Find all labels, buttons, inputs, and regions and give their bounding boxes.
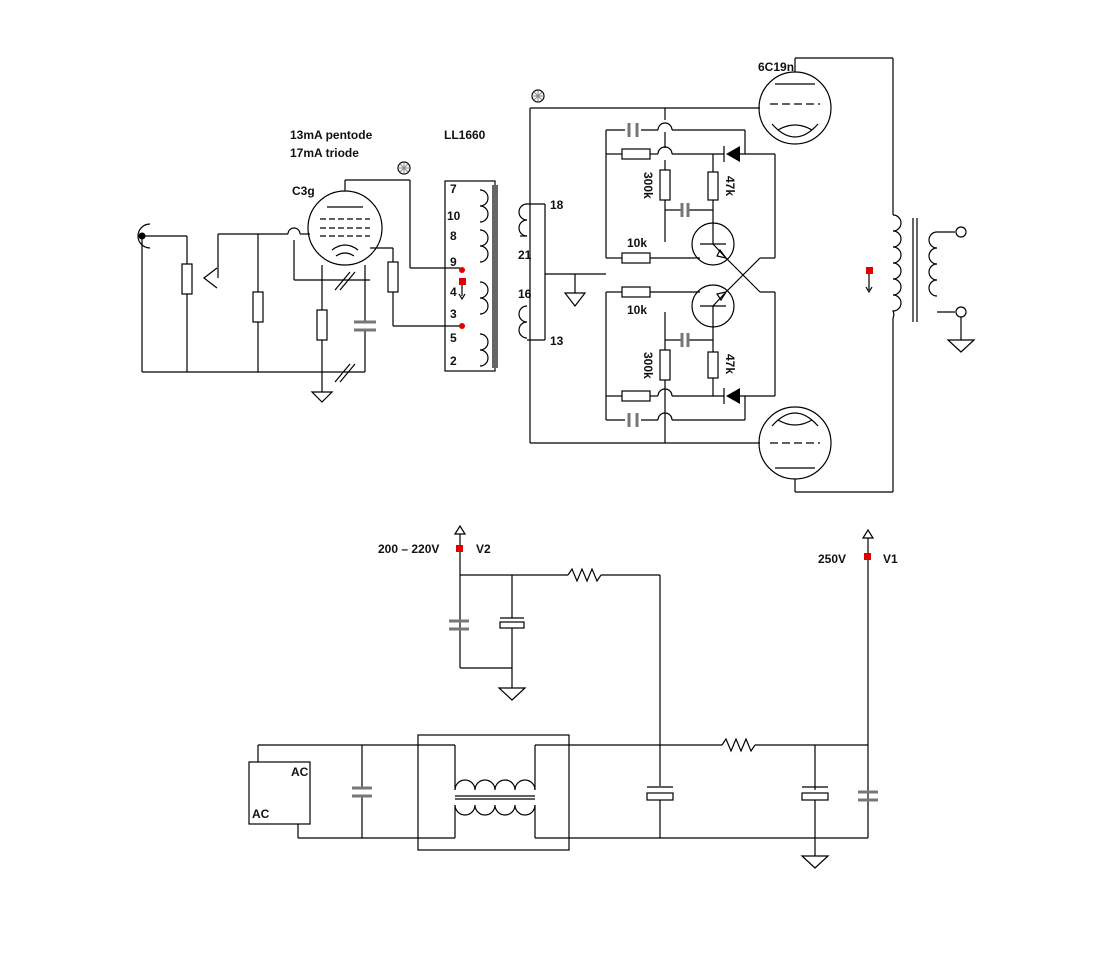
input-wiring: [141, 233, 365, 373]
c3g-tube: [287, 190, 383, 266]
resistor-label: 47k: [723, 354, 737, 374]
input-jack: [137, 223, 187, 249]
electrolytic-capacitor: [646, 786, 674, 801]
diode-top: [723, 146, 740, 162]
pin-label: 21: [518, 248, 532, 262]
ac-label: AC: [291, 765, 309, 779]
capacitor-bottom: [627, 413, 639, 427]
pin-label: 3: [450, 307, 457, 321]
rectifier-block: [248, 761, 311, 825]
cathode-resistor: [316, 309, 328, 341]
wire-crossover-4: [339, 363, 356, 383]
v2-voltage-label: 200 – 220V: [378, 542, 439, 556]
output-wiring: [794, 57, 894, 493]
speaker-terminal: [955, 306, 967, 318]
ground-symbol: [800, 855, 830, 869]
pin-label: 10: [447, 209, 461, 223]
ground-marker: [459, 278, 466, 285]
resistor-label: 10k: [627, 303, 647, 317]
pin9-node: [459, 267, 465, 273]
pin-label: 5: [450, 331, 457, 345]
v2-name-label: V2: [476, 542, 491, 556]
pin-label: 8: [450, 229, 457, 243]
volume-potentiometer: [181, 263, 193, 295]
grid-resistor: [252, 291, 264, 323]
resistor-label: 10k: [627, 236, 647, 250]
ll1660-transformer-box: [444, 180, 496, 372]
supply-wiring: [257, 737, 868, 856]
input-tube-label: C3g: [292, 184, 315, 198]
capacitor-small-top: [680, 203, 690, 217]
pin-label: 2: [450, 354, 457, 368]
pin-label: 18: [550, 198, 564, 212]
resistor-300k-top: [659, 169, 671, 201]
pin-label: 16: [518, 287, 532, 301]
electrolytic-capacitor: [801, 786, 829, 801]
v1-name-label: V1: [883, 552, 898, 566]
capacitor-top: [627, 123, 639, 137]
resistor-10k-top: [621, 252, 651, 264]
transistor-top: [691, 222, 735, 266]
cathode-capacitor: [354, 320, 376, 332]
transistor-bottom: [691, 284, 735, 328]
resistor-10k-bottom: [621, 286, 651, 298]
capacitor-small-bottom: [680, 333, 690, 347]
wire-crossover-2: [339, 271, 356, 291]
screen-resistor: [387, 261, 399, 293]
wire-crossover-3: [334, 363, 351, 383]
ac-label: AC: [252, 807, 270, 821]
pin-label: 4: [450, 285, 457, 299]
diode-bottom: [723, 388, 740, 404]
resistor: [621, 148, 651, 160]
ground-arrow-icon: [865, 274, 873, 294]
pin-label: 7: [450, 182, 457, 196]
ll1660-primary-winding: [479, 185, 498, 368]
wire-crossover-1: [334, 271, 351, 291]
output-transformer: [892, 214, 955, 322]
choke-box: [417, 734, 570, 851]
v2-supply: [449, 524, 661, 786]
pin-label: 13: [550, 334, 564, 348]
resistor: [621, 390, 651, 402]
v1-supply: [858, 528, 878, 838]
output-tube-top: [758, 71, 832, 145]
pin5-node: [459, 323, 465, 329]
resistor-label: 47k: [723, 176, 737, 196]
output-tube-label: 6C19n: [758, 60, 794, 74]
ll1660-secondary-winding: [518, 203, 546, 341]
supply-capacitor: [352, 786, 372, 798]
output-tube-bottom: [758, 406, 832, 480]
resistor-47k-bottom: [707, 351, 719, 379]
driver-wiring: [529, 107, 776, 444]
resistor-300k-bottom: [659, 349, 671, 381]
ground-symbol: [946, 339, 976, 353]
test-point-icon: [397, 161, 411, 175]
speaker-terminal: [955, 226, 967, 238]
resistor-label: 300k: [641, 352, 655, 379]
current-triode-label: 17mA triode: [290, 146, 359, 160]
v1-voltage-label: 250V: [818, 552, 846, 566]
resistor-label: 300k: [641, 172, 655, 199]
current-pentode-label: 13mA pentode: [290, 128, 373, 142]
transformer-label: LL1660: [444, 128, 486, 142]
center-tap-marker: [866, 267, 873, 274]
resistor-47k-top: [707, 171, 719, 201]
potentiometer-wiper: [203, 267, 218, 289]
pin-label: 9: [450, 255, 457, 269]
ground-symbol: [563, 292, 587, 307]
ground-arrow-icon: [458, 285, 466, 301]
ground-symbol: [310, 391, 334, 403]
test-point-icon: [531, 89, 545, 103]
c3g-wiring: [293, 179, 460, 392]
